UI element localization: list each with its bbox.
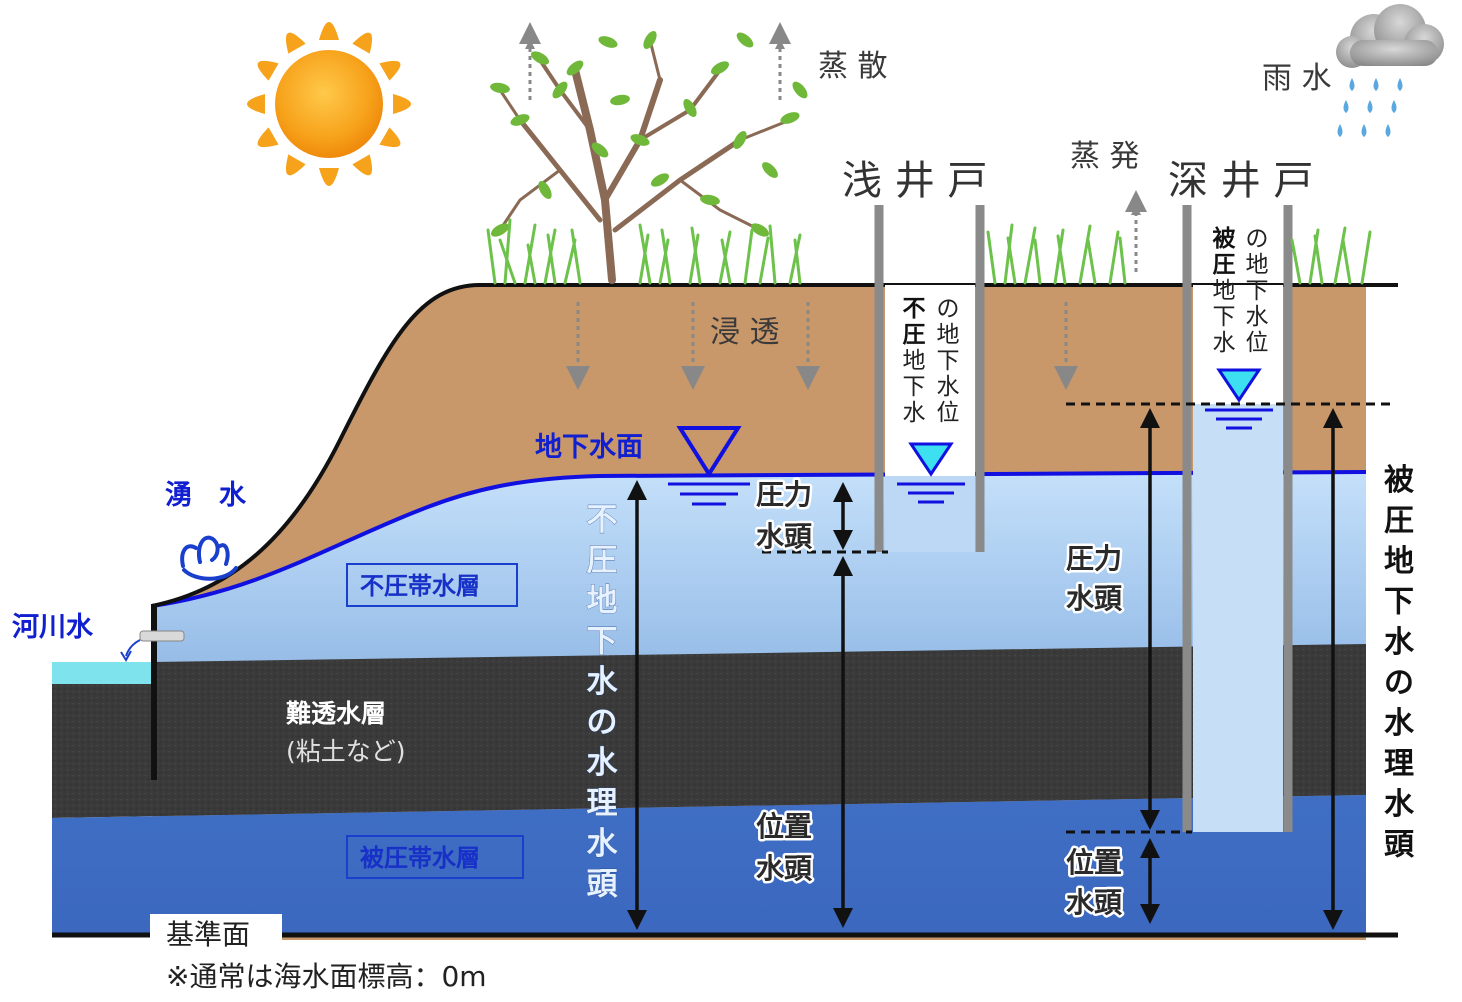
vertical-char: 水 [1213,330,1236,356]
vertical-char: 理 [587,786,618,822]
water-level-triangle-icon [1205,368,1273,430]
vertical-char: の [1384,666,1414,701]
vertical-char: 地 [587,583,618,619]
aquitard-layer [52,644,1366,818]
shallow-elevation-head-label-1: 位置 [756,810,812,843]
shallow-well-level-label-left-bold: 不圧 [903,296,926,348]
vertical-char: 水 [587,664,619,700]
evaporation-label: 蒸 発 [1070,139,1140,174]
sun-icon [247,22,411,186]
aquitard-note-label: (粘土など) [286,737,406,766]
water-table-label: 地下水面 [535,432,643,463]
water-table-line [151,470,1367,608]
infiltration-arrows [576,302,1068,368]
vertical-char: 地 [903,348,926,374]
vertical-char: の [1246,226,1269,252]
deep-elevation-head-label-2: 水頭 [1066,886,1123,919]
confined-aquifer-label: 被圧帯水層 [360,844,480,872]
vertical-char: 圧 [903,322,926,348]
head-arrows [627,408,1343,930]
spring-label: 湧 水 [165,480,247,511]
spring-icon [180,535,238,581]
transpiration-label: 蒸 散 [818,49,888,84]
shallow-pressure-head-label-1: 圧力 [756,478,812,511]
cloud-rain-icon [1336,4,1444,137]
water-level-triangle-icon [897,442,965,504]
vertical-char: 理 [1384,747,1414,782]
deep-pressure-head-label-2: 水頭 [1066,582,1123,615]
datum-note-label: ※通常は海水面標高：0m [166,960,487,993]
grass-icon [486,218,1372,285]
confined-aquifer [52,795,1366,934]
unconfined-aquifer-label: 不圧帯水層 [360,572,480,600]
shallow-well-level-label-left: 地下水 [903,348,926,426]
vertical-char: 水 [1384,706,1415,741]
vertical-char: 頭 [1384,828,1415,863]
vertical-char: 不 [903,296,926,322]
deep-pressure-head-label-1: 圧力 [1066,542,1122,575]
confined-aquifer-box [346,835,524,879]
outlet-drip [125,639,141,657]
vertical-char: 下 [903,374,926,400]
reference-dashed-lines [762,402,1392,834]
vertical-char: 地 [937,322,960,348]
shallow-pressure-head-label-2: 水頭 [756,520,813,553]
vertical-char: 被 [1213,226,1237,252]
vertical-char: 水 [1246,304,1269,330]
unconfined-aquifer [152,472,1366,700]
deep-well-level-label-left-bold: 被圧 [1213,226,1237,278]
vertical-char: 水 [903,400,926,426]
vertical-char: 不 [587,502,618,538]
vertical-char: 下 [937,348,960,374]
datum-label-bg [150,914,282,954]
ground-layers [52,283,1398,940]
vertical-char: 水 [587,745,619,781]
outlet-pipe [139,630,185,642]
vertical-char: 地 [1246,252,1269,278]
vertical-char: 水 [1384,787,1415,822]
deep-elevation-head-label-1: 位置 [1066,846,1122,879]
deep-well-water [1193,404,1283,832]
shallow-well-water [885,476,975,552]
deep-well [1182,205,1293,832]
vertical-char: の [937,296,960,322]
vertical-char: 下 [587,624,618,660]
vertical-char: 水 [587,826,619,862]
datum-label: 基準面 [166,918,250,951]
vertical-char: 頭 [587,867,619,903]
unconfined-aquifer-box [346,563,518,607]
rainwater-label: 雨 水 [1262,61,1332,96]
shallow-elevation-head-label-2: 水頭 [756,852,813,885]
aquitard-label: 難透水層 [286,699,386,728]
vertical-char: の [587,705,618,741]
vertical-char: 地 [1213,278,1236,304]
deep-well-label: 深 井 戸 [1168,158,1313,204]
vertical-char: 圧 [587,543,618,579]
vertical-char: 下 [1384,585,1414,620]
water-level-triangle-icon [668,426,750,506]
shallow-well-label: 浅 井 戸 [842,158,987,204]
vertical-char: 圧 [1384,504,1414,539]
vertical-char: 被 [1384,463,1414,498]
vertical-char: 下 [1246,278,1269,304]
vertical-char: 位 [937,400,960,426]
river-water-label: 河川水 [12,612,94,643]
vertical-char: 地 [1384,544,1414,579]
vertical-char: 水 [1384,625,1415,660]
vertical-char: 位 [1246,330,1269,356]
shallow-well [874,205,985,552]
tree-icon [490,30,808,284]
infiltration-label: 浸 透 [710,315,780,350]
vertical-char: 圧 [1213,252,1236,278]
deep-well-level-label-left: 地下水 [1213,278,1236,356]
ground-surface-line [151,283,1398,608]
evapotranspiration-arrows [525,39,1141,272]
vertical-char: 水 [937,374,960,400]
vertical-char: 下 [1213,304,1236,330]
